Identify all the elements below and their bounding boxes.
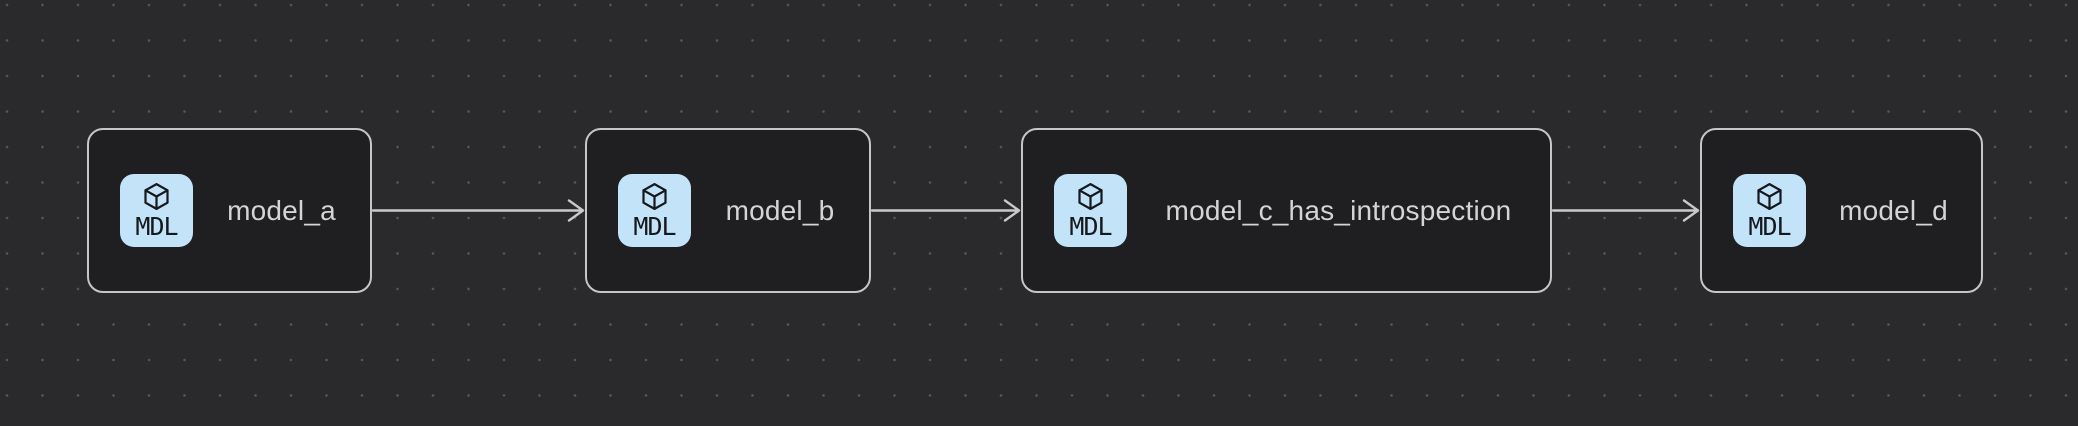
badge-label: MDL (633, 212, 676, 242)
model-type-badge: MDL (1733, 174, 1806, 247)
graph-node-model_d[interactable]: MDL model_d (1700, 128, 1983, 293)
badge-label: MDL (1748, 212, 1791, 242)
node-label: model_a (227, 194, 336, 226)
graph-node-model_b[interactable]: MDL model_b (585, 128, 871, 293)
node-label: model_b (725, 194, 835, 226)
cube-icon (642, 183, 667, 211)
model-type-badge: MDL (1054, 174, 1127, 247)
cube-icon (144, 183, 169, 211)
node-label: model_d (1839, 194, 1948, 226)
model-type-badge: MDL (618, 174, 691, 247)
edge-model_b-to-model_c_has_introspection (870, 199, 1021, 222)
cube-icon (1757, 183, 1782, 211)
badge-label: MDL (135, 212, 178, 242)
node-label: model_c_has_introspection (1165, 194, 1512, 226)
badge-label: MDL (1069, 212, 1112, 242)
edge-model_a-to-model_b (371, 199, 585, 222)
graph-node-model_c_has_introspection[interactable]: MDL model_c_has_introspection (1021, 128, 1552, 293)
cube-icon (1078, 183, 1103, 211)
graph-node-model_a[interactable]: MDL model_a (87, 128, 372, 293)
edge-model_c_has_introspection-to-model_d (1551, 199, 1700, 222)
model-type-badge: MDL (120, 174, 193, 247)
